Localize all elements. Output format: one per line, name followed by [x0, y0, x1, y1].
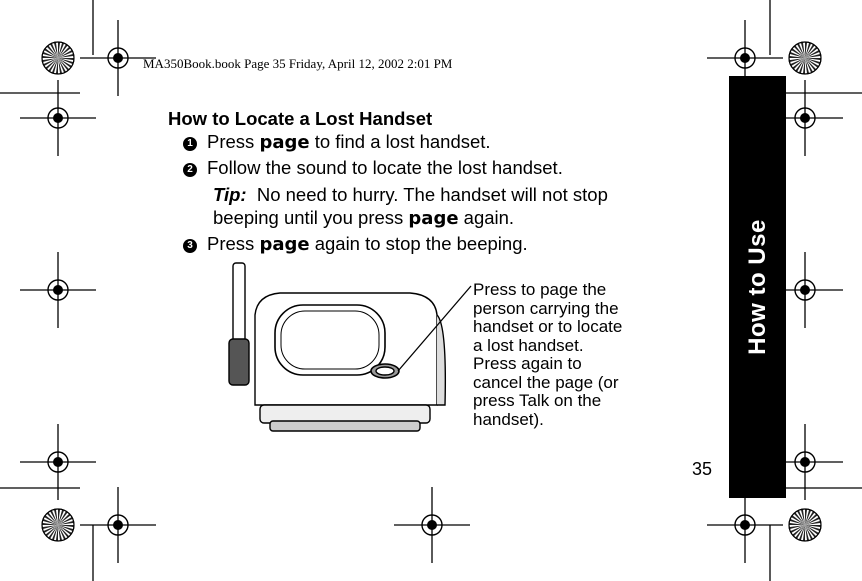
page-key-label: page — [408, 208, 459, 229]
starburst-target — [788, 508, 822, 542]
step-number: 3 — [183, 239, 197, 253]
crosshair-target — [20, 424, 96, 500]
starburst-target — [788, 41, 822, 75]
page-key-label: page — [259, 234, 310, 255]
step-text: again to stop the beeping. — [309, 233, 528, 254]
callout-line: cancel the page (or — [473, 372, 619, 392]
starburst-target — [41, 508, 75, 542]
step-text: Press — [207, 131, 260, 152]
step-1: 1 Press page to find a lost handset. — [183, 131, 491, 153]
step-number: 2 — [183, 163, 197, 177]
step-text: Follow the sound to locate the lost hand… — [207, 157, 563, 178]
callout-line: Press again to — [473, 354, 582, 373]
step-2: 2 Follow the sound to locate the lost han… — [183, 157, 563, 179]
crosshair-target — [20, 80, 96, 156]
step-3: 3 Press page again to stop the beeping. — [183, 233, 528, 255]
page-number: 35 — [692, 459, 713, 479]
crosshair-target — [20, 252, 96, 328]
tip-label: Tip: — [213, 184, 247, 205]
tip-text: No need to hurry. The handset will not s… — [213, 184, 614, 228]
callout-text: Press to page the person carrying the ha… — [473, 280, 663, 429]
callout-leader-line — [397, 285, 472, 372]
display-window — [274, 304, 386, 376]
base-foot — [259, 404, 431, 424]
crosshair-target — [394, 487, 470, 563]
step-text: to find a lost handset. — [309, 131, 491, 152]
step-number: 1 — [183, 137, 197, 151]
starburst-target — [41, 41, 75, 75]
callout-line: handset). — [473, 409, 544, 429]
crosshair-target — [80, 487, 156, 563]
base-station-illustration — [228, 262, 472, 432]
crosshair-target — [80, 20, 156, 96]
tip-text: again. — [458, 207, 515, 228]
callout-line: a lost handset. — [473, 335, 584, 355]
callout-line: person carrying the — [473, 298, 619, 318]
section-title: How to Locate a Lost Handset — [168, 108, 433, 129]
side-tab: How to Use — [729, 76, 786, 498]
callout-line: handset or to locate — [473, 317, 623, 336]
file-info-header: MA350Book.book Page 35 Friday, April 12,… — [143, 56, 453, 71]
antenna — [232, 262, 246, 344]
tip: Tip: No need to hurry. The handset will … — [213, 183, 673, 230]
page-key-label: page — [259, 132, 310, 153]
callout-line: Press to page the — [473, 280, 607, 299]
step-text: Press — [207, 233, 260, 254]
side-tab-label: How to Use — [743, 219, 771, 355]
crosshair-target — [707, 487, 783, 563]
antenna-base — [228, 338, 250, 386]
crosshair-target — [707, 20, 783, 96]
callout-line: press Talk on the — [473, 391, 602, 410]
